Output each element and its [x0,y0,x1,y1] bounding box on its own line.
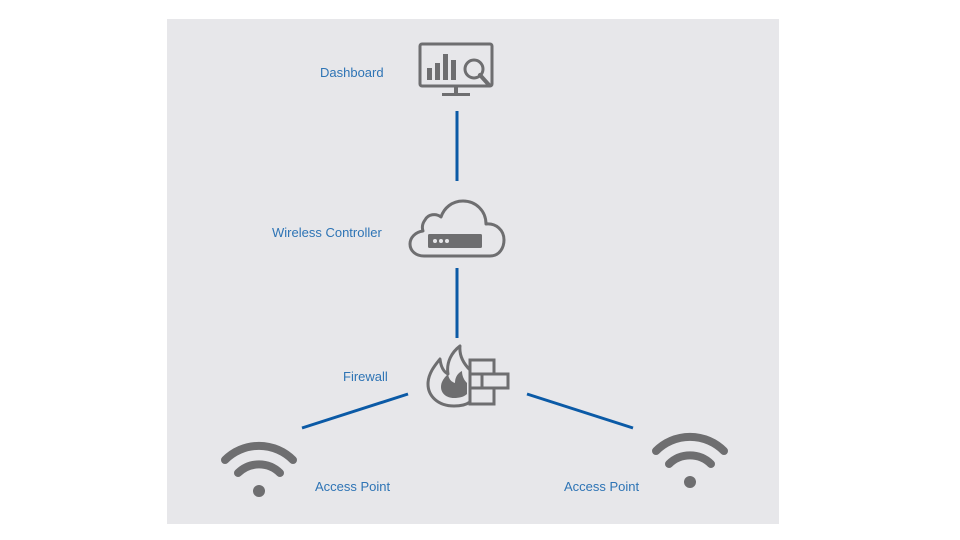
cloud-server-icon [408,199,506,258]
link-firewall-ap-right [526,392,634,430]
wifi-icon [652,432,728,488]
access-point-left-label: Access Point [315,479,391,494]
wifi-icon [221,441,297,497]
access-point-right-label: Access Point [564,479,640,494]
dashboard-label: Dashboard [320,65,384,80]
wireless-controller-label: Wireless Controller [272,225,382,240]
monitor-chart-icon [418,42,494,96]
firewall-label: Firewall [343,369,388,384]
link-firewall-ap-left [301,392,409,430]
firewall-icon [426,344,510,408]
